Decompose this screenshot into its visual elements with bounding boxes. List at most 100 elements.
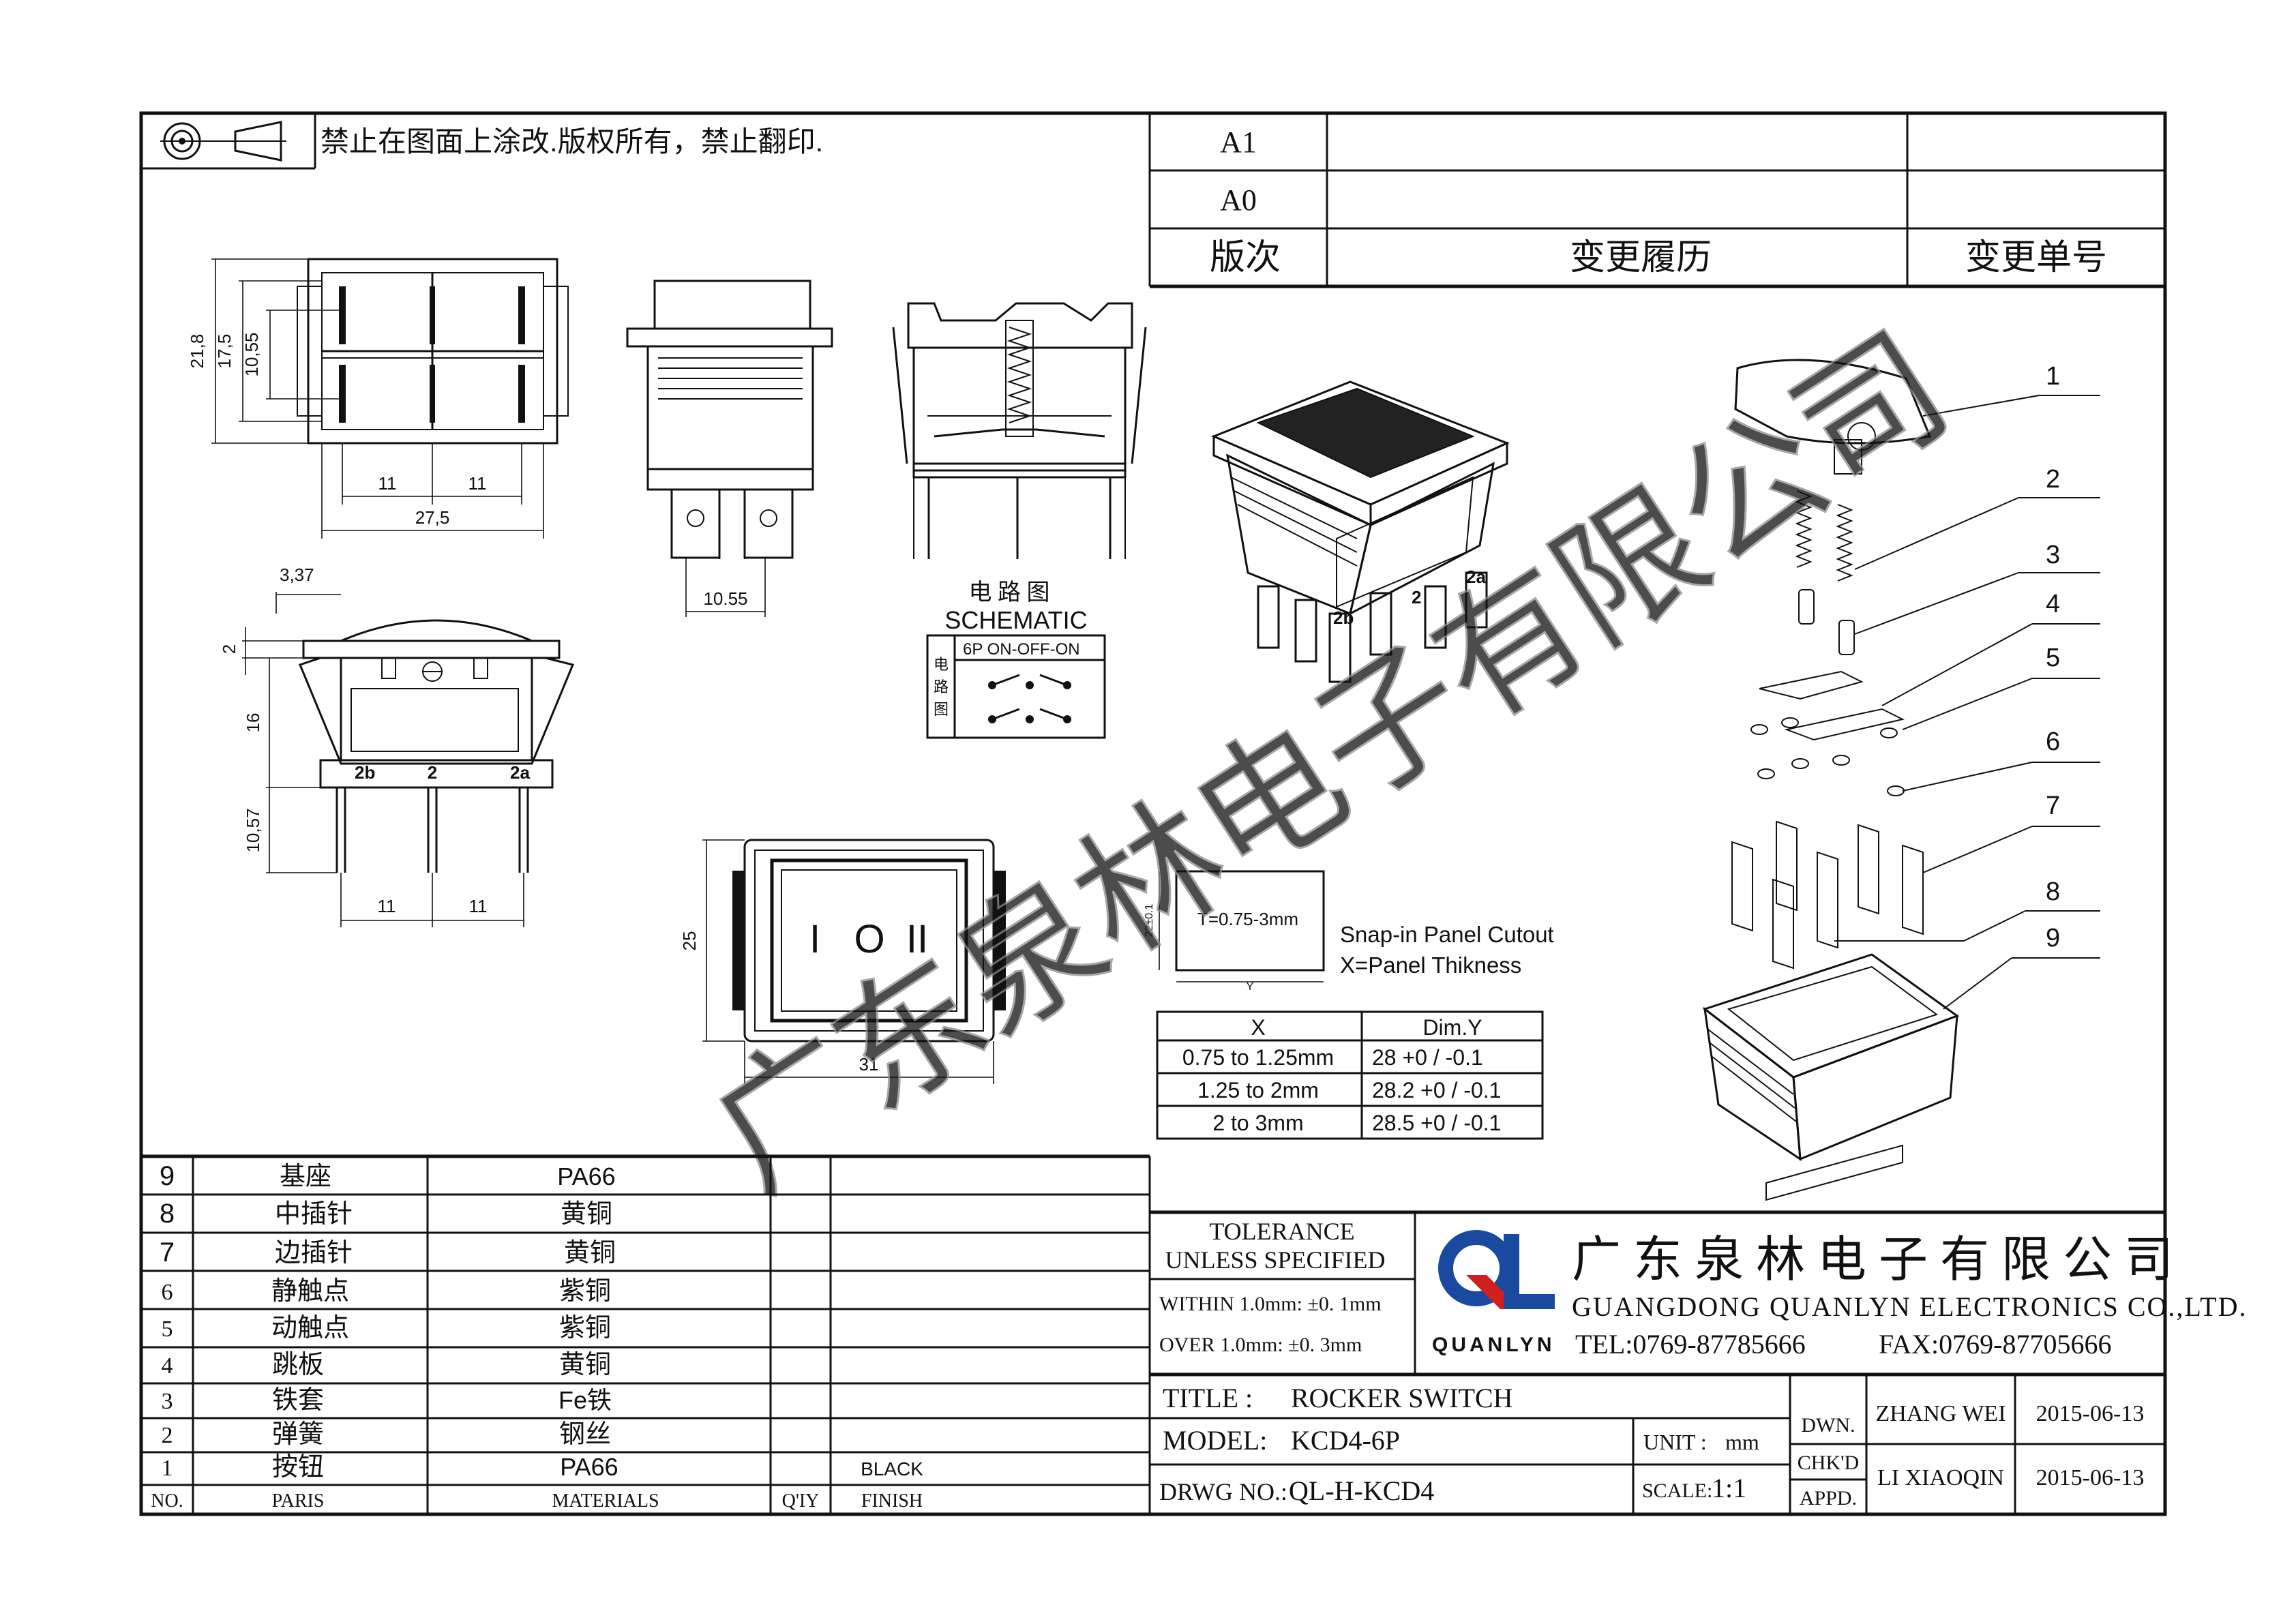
model-value: KCD4-6P xyxy=(1291,1425,1400,1456)
front-view-dimensions: 10.55 xyxy=(685,558,766,617)
bom-part-6: 静触点 xyxy=(271,1277,349,1306)
tolerance-within: WITHIN 1.0mm: ±0. 1mm xyxy=(1159,1293,1382,1315)
dim-11-side-left: 11 xyxy=(378,896,396,916)
logo-text: QUANLYN xyxy=(1432,1334,1555,1356)
company-tel: TEL:0769-87785666 xyxy=(1575,1329,1806,1360)
cutout-row-2-y: 28.2 +0 / -0.1 xyxy=(1372,1078,1501,1102)
bom-no-8: 8 xyxy=(160,1199,175,1229)
bom-part-9: 基座 xyxy=(280,1162,331,1191)
tolerance-over: OVER 1.0mm: ±0. 3mm xyxy=(1159,1334,1362,1356)
bom-material-8: 黄铜 xyxy=(561,1200,612,1229)
drawn-by: ZHANG WEI xyxy=(1875,1401,2006,1426)
cutout-row-3-y: 28.5 +0 / -0.1 xyxy=(1372,1111,1501,1135)
title-block xyxy=(1150,1210,2165,1514)
cutout-caption: Snap-in Panel Cutout xyxy=(1340,922,1554,947)
side-terminal-2b: 2b xyxy=(355,762,375,783)
dim-11-right: 11 xyxy=(468,473,487,494)
part-number-3: 3 xyxy=(2046,541,2060,569)
tolerance-line-2: UNLESS SPECIFIED xyxy=(1165,1246,1385,1274)
company-name-en: GUANGDONG QUANLYN ELECTRONICS CO.,LTD. xyxy=(1572,1291,2248,1322)
cutout-header-x: X xyxy=(1251,1015,1265,1040)
cutout-header-dim-y: Dim.Y xyxy=(1422,1015,1482,1040)
schematic-cn-title: 电 路 图 xyxy=(969,580,1050,605)
panel-thickness: T=0.75-3mm xyxy=(1197,909,1298,929)
dim-10-55: 10,55 xyxy=(241,332,262,376)
part-number-4: 4 xyxy=(2046,590,2060,618)
chkd-label: CHK'D xyxy=(1798,1452,1859,1474)
drawing-info: TITLE : ROCKER SWITCH MODEL: KCD4-6P DRW… xyxy=(1159,1383,2144,1510)
dim-22: 22±0.1 xyxy=(1144,903,1155,937)
dim-16: 16 xyxy=(243,713,263,733)
part-number-5: 5 xyxy=(2046,644,2060,672)
dim-27-5: 27,5 xyxy=(415,507,450,528)
cutout-row-1-y: 28 +0 / -0.1 xyxy=(1372,1045,1483,1070)
drawn-date: 2015-06-13 xyxy=(2036,1401,2145,1426)
side-view: 2b 2 2a xyxy=(298,619,575,873)
bom-no-5: 5 xyxy=(162,1317,173,1342)
panel-front-view: I O II 25 31 xyxy=(679,839,1006,1084)
dim-11-left: 11 xyxy=(378,473,397,494)
bom-part-3: 铁套 xyxy=(272,1386,324,1415)
side-terminal-2: 2 xyxy=(428,762,437,783)
bom-material-3: Fe铁 xyxy=(558,1386,612,1414)
bom-part-1: 按钮 xyxy=(272,1453,324,1482)
drwg-no-label: DRWG NO.: xyxy=(1159,1478,1287,1505)
dwn-label: DWN. xyxy=(1801,1414,1855,1437)
schematic: 电 路 图 SCHEMATIC 6P ON-OFF-ON 电 路 图 xyxy=(926,580,1106,739)
bom-no-4: 4 xyxy=(162,1353,173,1379)
company-fax: FAX:0769-87705666 xyxy=(1879,1329,2111,1360)
schematic-en-title: SCHEMATIC xyxy=(944,606,1087,634)
dim-3-37: 3,37 xyxy=(280,565,314,585)
dim-y: Y xyxy=(1247,981,1254,993)
bom-part-5: 动触点 xyxy=(271,1314,349,1342)
bom-header-finish: FINISH xyxy=(861,1490,923,1512)
part-number-8: 8 xyxy=(2046,877,2060,906)
model-label: MODEL: xyxy=(1163,1425,1267,1456)
tolerance-line-1: TOLERANCE xyxy=(1209,1218,1354,1245)
part-number-6: 6 xyxy=(2046,727,2060,756)
exploded-leaders xyxy=(1834,395,2100,1010)
bom-finish-1: BLACK xyxy=(861,1458,923,1480)
bom-no-1: 1 xyxy=(162,1456,173,1481)
bom-material-9: PA66 xyxy=(557,1162,615,1190)
bom-header-material: MATERIALS xyxy=(552,1490,659,1512)
cutout-table: X Dim.Y 0.75 to 1.25mm 28 +0 / -0.1 1.25… xyxy=(1156,1010,1544,1140)
rocker-symbol-on-2: II xyxy=(906,917,928,961)
bom-material-1: PA66 xyxy=(560,1453,618,1481)
revision-version-label: 版次 xyxy=(1210,239,1281,277)
bom-header-part: PARIS xyxy=(272,1490,325,1512)
rocker-symbol-on: I xyxy=(809,917,820,961)
schematic-cn-1: 电 xyxy=(934,656,949,673)
title-label: TITLE : xyxy=(1163,1383,1253,1413)
scale-label: SCALE: xyxy=(1642,1480,1712,1502)
drawing-title: ROCKER SWITCH xyxy=(1291,1383,1513,1413)
bom-header-no: NO. xyxy=(151,1490,183,1512)
cutout-row-2-x: 1.25 to 2mm xyxy=(1197,1078,1319,1102)
unit-label: UNIT : xyxy=(1643,1430,1707,1454)
bom-material-4: 黄铜 xyxy=(559,1351,611,1379)
part-number-7: 7 xyxy=(2046,792,2060,820)
part-number-1: 1 xyxy=(2046,362,2060,391)
bom-part-4: 跳板 xyxy=(272,1351,324,1379)
revision-number-label: 变更单号 xyxy=(1965,239,2107,277)
dim-11-side-right: 11 xyxy=(469,896,488,916)
company-name-cn: 广 东 泉 林 电 子 有 限 公 司 xyxy=(1572,1233,2173,1287)
unit-value: mm xyxy=(1725,1430,1759,1454)
panel-cutout: T=0.75-3mm 22±0.1 Y Snap-in Panel Cutout… xyxy=(1144,870,1554,993)
bom-no-3: 3 xyxy=(162,1389,173,1414)
appd-label: APPD. xyxy=(1800,1487,1857,1510)
revision-history-label: 变更履历 xyxy=(1570,239,1712,277)
schematic-type: 6P ON-OFF-ON xyxy=(963,640,1080,659)
side-terminal-2a: 2a xyxy=(510,762,530,783)
cutout-row-3-x: 2 to 3mm xyxy=(1212,1111,1303,1135)
exploded-part-numbers: 1 2 3 4 5 6 7 8 9 xyxy=(2046,362,2060,952)
side-view-dimensions: 3,37 2 16 10,57 11 11 xyxy=(219,565,524,927)
bom-part-8: 中插针 xyxy=(275,1200,353,1229)
dim-10-57: 10,57 xyxy=(243,808,263,852)
bom-material-6: 紫铜 xyxy=(559,1277,611,1306)
drwg-no-value: QL-H-KCD4 xyxy=(1289,1475,1434,1506)
company-info: 广 东 泉 林 电 子 有 限 公 司 GUANGDONG QUANLYN EL… xyxy=(1572,1233,2248,1360)
copyright-notice: 禁止在图面上涂改.版权所有，禁止翻印. xyxy=(320,125,823,157)
top-view-dimensions: 21,8 17,5 10,55 11 11 27,5 xyxy=(187,258,544,539)
section-view xyxy=(892,302,1147,559)
